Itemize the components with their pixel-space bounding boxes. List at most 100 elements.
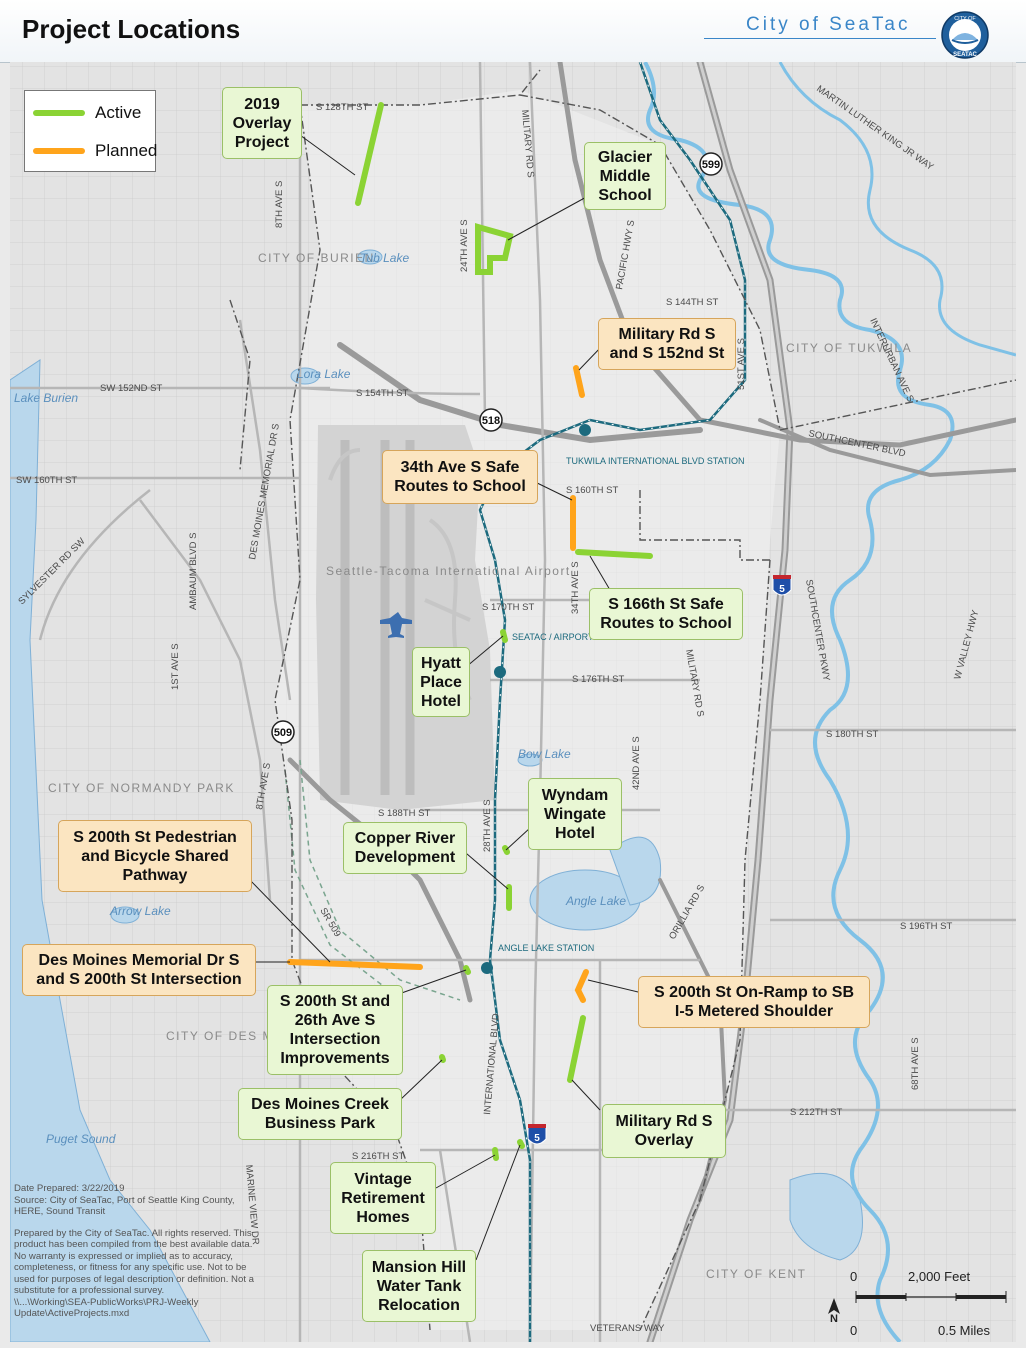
legend: Active Planned xyxy=(24,90,157,172)
label-airport: Seattle-Tacoma International Airport xyxy=(326,564,571,578)
callout-des-moines-creek[interactable]: Des Moines Creek Business Park xyxy=(238,1088,402,1140)
legend-planned-swatch xyxy=(33,148,85,154)
street-8th: 8TH AVE S xyxy=(274,181,285,228)
green-river xyxy=(643,62,955,1342)
callout-leaders xyxy=(247,129,639,1261)
file-path: \\...\Working\SEA-PublicWorks\PRJ-Weekly… xyxy=(14,1296,202,1320)
disclaimer: Prepared by the City of SeaTac. All righ… xyxy=(14,1227,257,1297)
seal-bottom-text: SEATAC xyxy=(953,52,977,58)
callout-military-152nd[interactable]: Military Rd S and S 152nd St xyxy=(598,318,736,370)
label-arrow-lake: Arrow Lake xyxy=(109,904,171,918)
street-s180: S 180TH ST xyxy=(826,729,878,740)
label-kent: CITY OF KENT xyxy=(706,1267,806,1281)
airport-airplane-icon xyxy=(380,612,412,638)
project-2019-overlay-line xyxy=(355,102,384,206)
project-mansion-hill xyxy=(517,1139,525,1149)
street-veterans: VETERANS WAY xyxy=(590,1323,665,1334)
station-labels: TUKWILA INTERNATIONAL BLVD STATION SEATA… xyxy=(498,456,745,953)
svg-text:599: 599 xyxy=(702,159,720,171)
scale-feet-zero: 0 xyxy=(850,1269,858,1284)
project-onramp xyxy=(574,969,589,1003)
tub-lake xyxy=(357,249,383,265)
sr509-extension xyxy=(284,759,461,1001)
shield-sr599: 599 xyxy=(699,152,723,176)
date-prepared: Date Prepared: 3/22/2019 xyxy=(14,1183,125,1194)
map-notes: Date Prepared: 3/22/2019 Source: City of… xyxy=(14,1183,264,1320)
callout-s166th-srts[interactable]: S 166th St Safe Routes to School xyxy=(589,588,743,640)
shield-i5-south: 5 xyxy=(527,1124,547,1145)
water-labels: Tub Lake Lora Lake Lake Burien Bow Lake … xyxy=(14,251,626,1146)
label-bow-lake: Bow Lake xyxy=(518,747,571,761)
callout-copper-river[interactable]: Copper River Development xyxy=(343,822,467,874)
scale-bar: 0 2,000 Feet 0 0.5 Miles xyxy=(820,1265,1016,1340)
project-hyatt xyxy=(500,629,508,643)
svg-text:5: 5 xyxy=(534,1133,540,1144)
duwamish-river xyxy=(778,62,1016,357)
map-canvas[interactable]: CITY OF BURIEN CITY OF TUKWILA CITY OF N… xyxy=(10,62,1016,1342)
route-shields: 599 518 509 5 5 xyxy=(271,152,792,1145)
callout-vintage[interactable]: Vintage Retirement Homes xyxy=(330,1162,436,1234)
callout-mansion-hill[interactable]: Mansion Hill Water Tank Relocation xyxy=(362,1250,476,1322)
callout-military-overlay[interactable]: Military Rd S Overlay xyxy=(602,1104,726,1158)
street-68th: 68TH AVE S xyxy=(910,1037,921,1090)
legend-active-row: Active xyxy=(33,103,141,123)
callout-glacier-middle-school[interactable]: Glacier Middle School xyxy=(584,142,666,210)
svg-text:518: 518 xyxy=(482,415,500,427)
scale-bar-graphic xyxy=(855,1291,1007,1303)
angle-lake-north xyxy=(609,836,662,906)
major-roads xyxy=(10,62,1016,1342)
project-vintage xyxy=(492,1147,499,1161)
street-sw152: SW 152ND ST xyxy=(100,383,162,394)
brand-underline xyxy=(704,38,936,39)
callout-wyndam[interactable]: Wyndam Wingate Hotel xyxy=(528,778,622,850)
project-s200-path xyxy=(287,959,423,970)
city-brand-text: City of SeaTac xyxy=(746,14,911,35)
street-34th: 34TH AVE S xyxy=(570,561,581,614)
kent-ponds xyxy=(789,1172,863,1261)
street-24th: 24TH AVE S xyxy=(459,219,470,272)
project-s166th-srts xyxy=(575,549,653,559)
street-1st: 1ST AVE S xyxy=(170,643,181,690)
label-lora-lake: Lora Lake xyxy=(297,367,351,381)
street-s154: S 154TH ST xyxy=(356,388,408,399)
label-puget-sound: Puget Sound xyxy=(46,1132,116,1146)
street-28th: 28TH AVE S xyxy=(482,799,493,852)
label-seatac-station: SEATAC / AIRPORT STATION xyxy=(512,632,634,642)
project-military-overlay xyxy=(567,1015,586,1083)
label-lake-burien: Lake Burien xyxy=(14,391,78,405)
shield-i5-north: 5 xyxy=(772,575,792,596)
project-military-152nd xyxy=(573,365,585,398)
legend-planned-row: Planned xyxy=(33,141,157,161)
street-s160: S 160TH ST xyxy=(566,485,618,496)
city-boundary xyxy=(229,69,1016,1331)
street-s176: S 176TH ST xyxy=(572,674,624,685)
scale-miles-zero: 0 xyxy=(850,1323,858,1338)
street-s212: S 212TH ST xyxy=(790,1107,842,1118)
north-label: N xyxy=(830,1313,838,1325)
callout-s200-26th[interactable]: S 200th St and 26th Ave S Intersection I… xyxy=(267,985,403,1075)
scale-miles-label: 0.5 Miles xyxy=(938,1323,991,1338)
callout-onramp[interactable]: S 200th St On-Ramp to SB I-5 Metered Sho… xyxy=(638,976,870,1028)
callout-2019-overlay[interactable]: 2019 Overlay Project xyxy=(222,87,302,159)
puget-sound-water xyxy=(10,359,211,1342)
station-markers xyxy=(481,424,591,974)
street-s188: S 188TH ST xyxy=(378,808,430,819)
street-51st: 51ST AVE S xyxy=(736,338,747,390)
street-s144: S 144TH ST xyxy=(666,297,718,308)
callout-hyatt[interactable]: Hyatt Place Hotel xyxy=(412,647,470,717)
seal-top-text: CITY OF xyxy=(954,16,976,22)
svg-text:5: 5 xyxy=(779,584,785,595)
callout-34th-srts[interactable]: 34th Ave S Safe Routes to School xyxy=(382,450,538,504)
label-tukwila-station: TUKWILA INTERNATIONAL BLVD STATION xyxy=(566,456,745,466)
label-burien: CITY OF BURIEN xyxy=(258,251,375,265)
svg-text:509: 509 xyxy=(274,727,292,739)
page-title: Project Locations xyxy=(22,14,241,44)
header: Project Locations City of SeaTac CITY OF… xyxy=(0,0,1026,63)
label-tukwila: CITY OF TUKWILA xyxy=(786,341,912,355)
scale-feet-label: 2,000 Feet xyxy=(908,1269,971,1284)
street-s216: S 216TH ST xyxy=(352,1151,404,1162)
callout-des-moines-intersection[interactable]: Des Moines Memorial Dr S and S 200th St … xyxy=(22,944,256,996)
callout-s200-pathway[interactable]: S 200th St Pedestrian and Bicycle Shared… xyxy=(58,820,252,892)
label-normandy-park: CITY OF NORMANDY PARK xyxy=(48,781,235,795)
